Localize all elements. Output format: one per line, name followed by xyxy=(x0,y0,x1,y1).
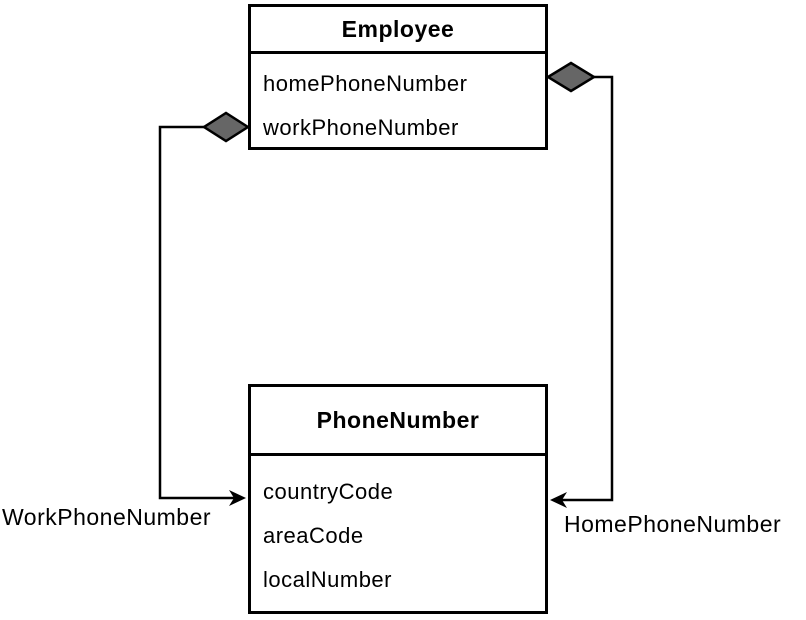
aggregation-diamond-home-icon xyxy=(545,61,597,93)
connector-work-line xyxy=(158,125,238,500)
class-title-employee: Employee xyxy=(251,7,545,54)
class-title-phonenumber: PhoneNumber xyxy=(251,387,545,456)
attribute-local-number: localNumber xyxy=(263,567,392,592)
attribute-home-phone-number: homePhoneNumber xyxy=(263,71,468,96)
arrowhead-work-icon xyxy=(229,490,246,506)
arrowhead-home-icon xyxy=(550,492,567,508)
attribute-country-code: countryCode xyxy=(263,479,394,504)
class-attributes-employee: homePhoneNumber workPhoneNumber xyxy=(251,54,545,150)
class-box-phonenumber: PhoneNumber countryCode areaCode localNu… xyxy=(248,384,548,614)
attribute-area-code: areaCode xyxy=(263,523,364,548)
class-attributes-phonenumber: countryCode areaCode localNumber xyxy=(251,456,545,602)
attribute-work-phone-number: workPhoneNumber xyxy=(263,115,459,140)
connector-home-line xyxy=(558,75,614,502)
class-box-employee: Employee homePhoneNumber workPhoneNumber xyxy=(248,4,548,150)
aggregation-diamond-work-icon xyxy=(201,111,251,143)
association-label-work-phone-number: WorkPhoneNumber xyxy=(2,504,212,530)
association-label-home-phone-number: HomePhoneNumber xyxy=(564,511,782,537)
